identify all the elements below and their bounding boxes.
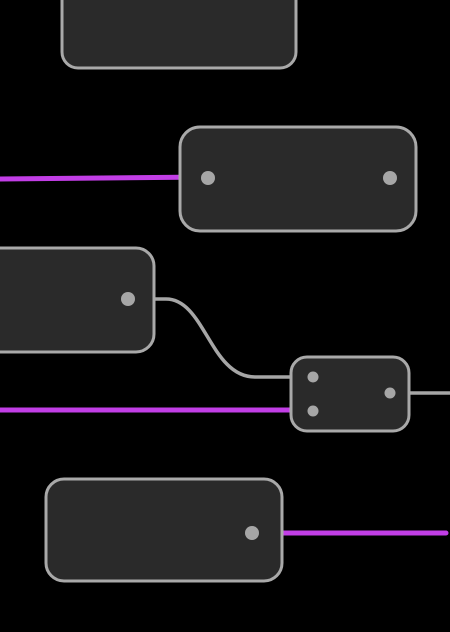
- port-junction-input-lower[interactable]: [307, 405, 319, 417]
- ports-layer: [121, 171, 397, 540]
- nodes-layer: [0, 0, 418, 583]
- wires-layer: [0, 174, 450, 536]
- port-upper-right-output[interactable]: [383, 171, 397, 185]
- port-middle-left-output[interactable]: [121, 292, 135, 306]
- wire-middle-to-junction[interactable]: [126, 297, 315, 379]
- wire-into-upper-right[interactable]: [0, 174, 211, 182]
- node-small-junction[interactable]: [289, 355, 411, 433]
- node-upper-right[interactable]: [178, 125, 418, 233]
- port-junction-output[interactable]: [384, 387, 396, 399]
- port-junction-input-upper[interactable]: [307, 371, 319, 383]
- node-top[interactable]: [60, 0, 298, 70]
- node-bottom[interactable]: [44, 477, 284, 583]
- port-upper-right-input[interactable]: [201, 171, 215, 185]
- port-bottom-output[interactable]: [245, 526, 259, 540]
- node-middle-left[interactable]: [0, 246, 156, 354]
